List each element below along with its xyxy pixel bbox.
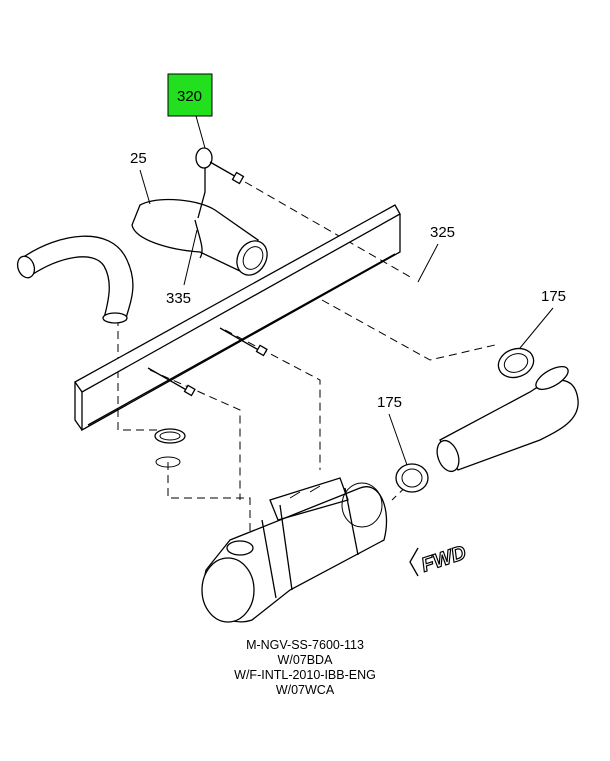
callout-320-highlight: [167, 73, 213, 117]
frame-crossmember: [74, 204, 401, 432]
caption-line-3: W/F-INTL-2010-IBB-ENG: [234, 668, 376, 682]
callout-25: 25: [130, 150, 147, 167]
part-25-hose: [16, 235, 134, 324]
assembly-lines: [117, 181, 496, 535]
drawing-caption: M-NGV-SS-7600-113 W/07BDA W/F-INTL-2010-…: [0, 638, 610, 698]
aftertreatment-canister: [201, 477, 388, 623]
sensors: [147, 327, 268, 397]
part-175-clamps: [395, 347, 535, 493]
callout-335: 335: [166, 290, 191, 307]
callout-175-lower: 175: [377, 394, 402, 411]
caption-line-4: W/07WCA: [275, 683, 335, 697]
left-clamp: [154, 428, 186, 468]
fwd-indicator: FWD: [409, 541, 469, 577]
callout-175-upper: 175: [541, 288, 566, 305]
fwd-label: FWD: [419, 542, 469, 577]
caption-line-2: W/07BDA: [277, 653, 333, 667]
part-335-inlet-tube: [131, 147, 268, 276]
callout-325: 325: [430, 224, 455, 241]
outlet-hose: [436, 365, 579, 473]
caption-line-1: M-NGV-SS-7600-113: [246, 638, 364, 652]
callout-320: 320: [177, 88, 202, 105]
